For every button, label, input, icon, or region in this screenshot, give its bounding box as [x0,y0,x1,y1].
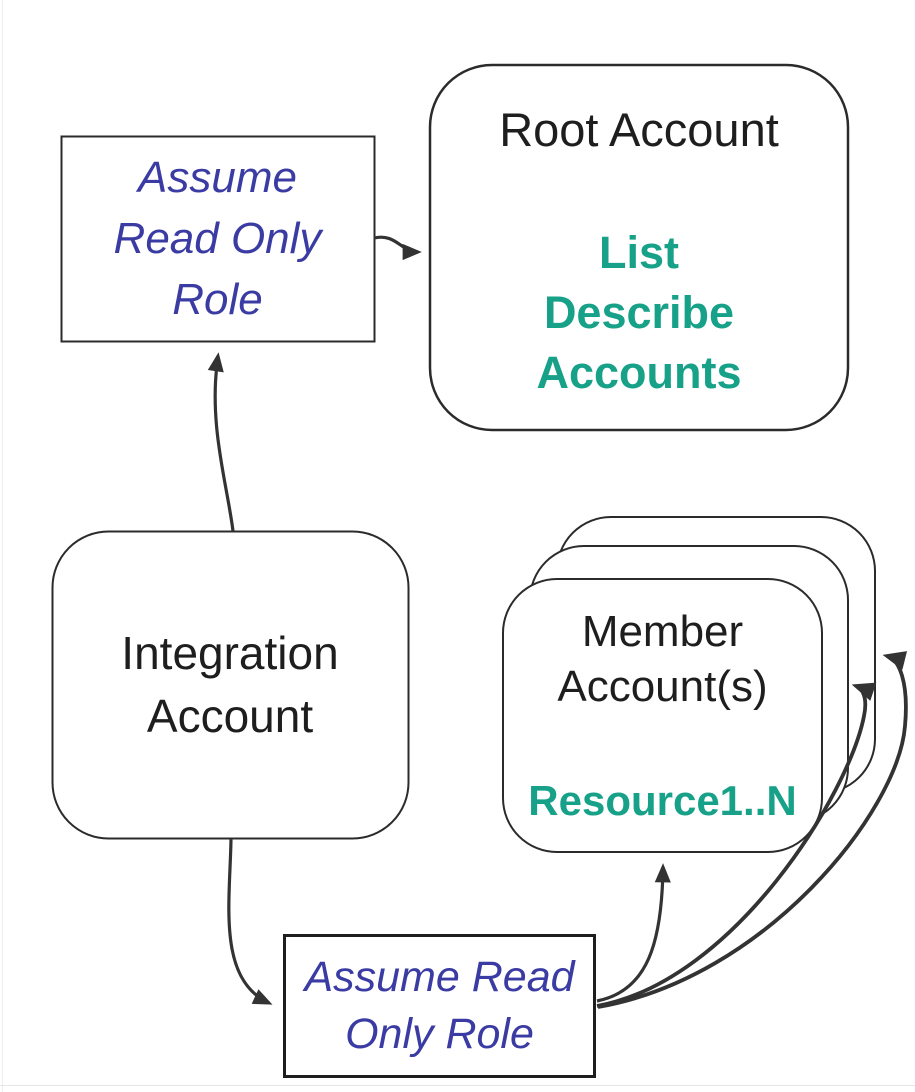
arrow-assume-bottom-to-member-front [596,863,671,1003]
page-bottom-edge [0,1085,915,1086]
assume-role-top-box [60,135,376,343]
arrow-integration-to-assume-top [207,352,235,532]
integration-account-box [51,530,410,840]
arrow-integration-to-assume-bottom [227,838,273,1005]
arrow-assume-bottom-to-member-back [597,651,908,1009]
assume-role-bottom-box [283,934,596,1078]
member-accounts-box-front [502,578,823,853]
root-account-box [428,63,850,432]
page-left-edge [2,0,3,1092]
arrow-assume-bottom-to-member-middle [596,682,877,1008]
arrow-assume-top-to-root [373,235,422,261]
